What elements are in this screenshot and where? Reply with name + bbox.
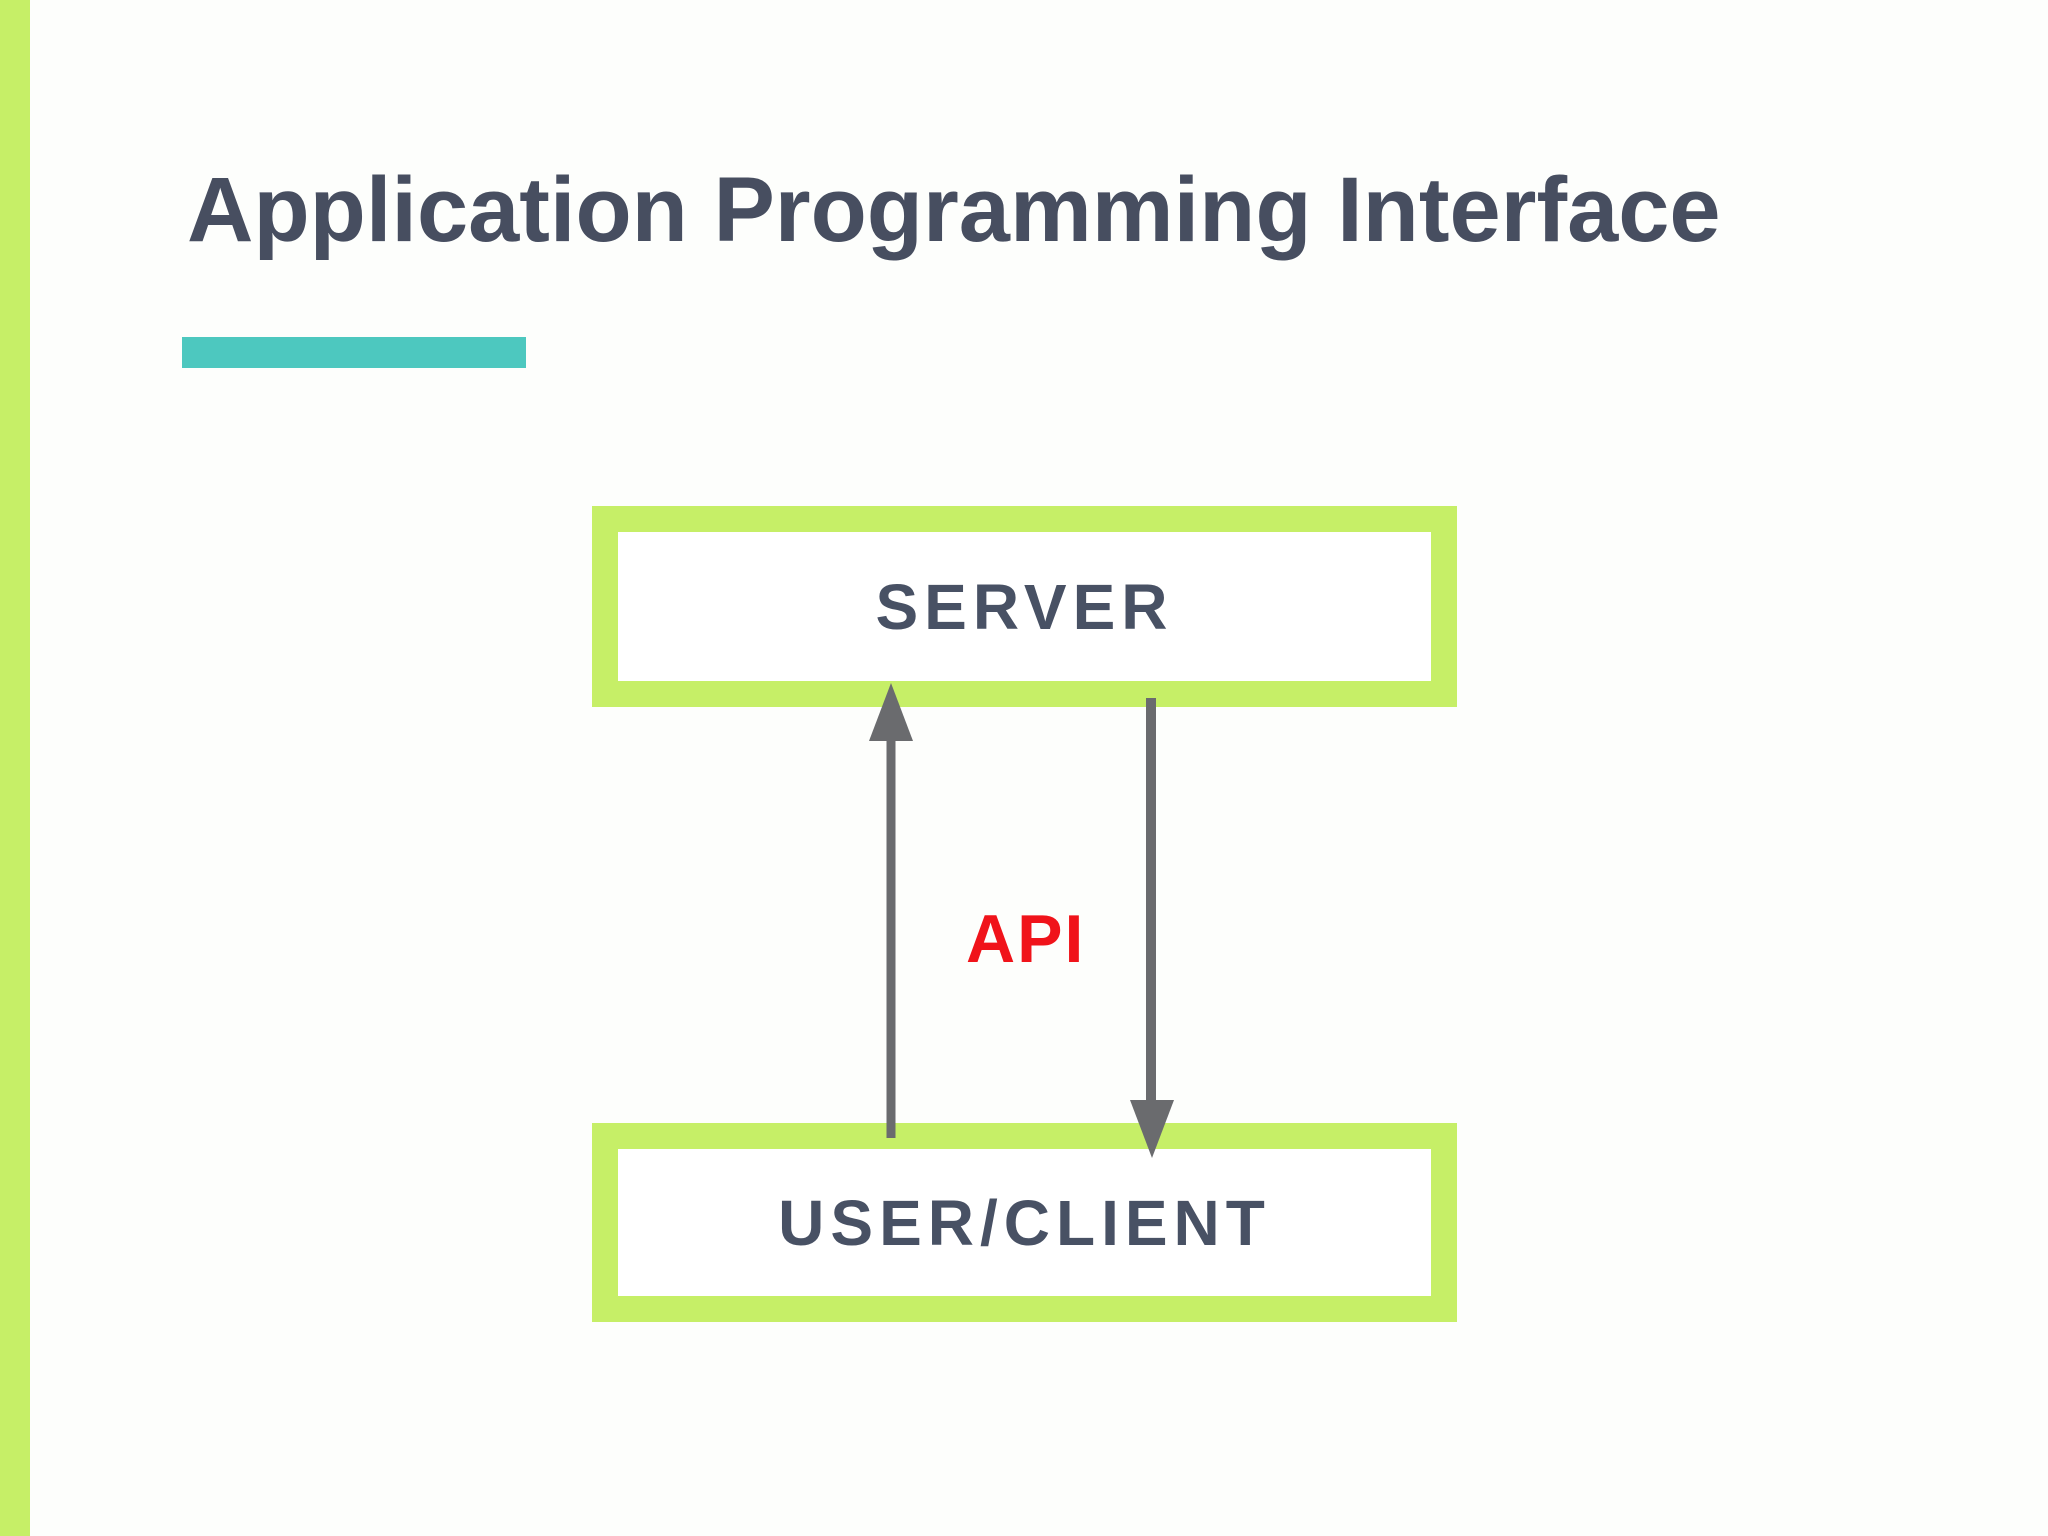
page-title: Application Programming Interface: [187, 159, 1721, 261]
client-box-label: USER/CLIENT: [778, 1186, 1271, 1259]
left-accent-bar: [0, 0, 30, 1536]
server-box: SERVER: [592, 506, 1457, 707]
client-box: USER/CLIENT: [592, 1123, 1457, 1322]
server-box-label: SERVER: [875, 570, 1174, 643]
server-to-client-arrow: [1130, 698, 1174, 1158]
api-label: API: [966, 901, 1086, 977]
client-to-server-arrow: [869, 683, 913, 1138]
title-underline-bar: [182, 337, 526, 368]
